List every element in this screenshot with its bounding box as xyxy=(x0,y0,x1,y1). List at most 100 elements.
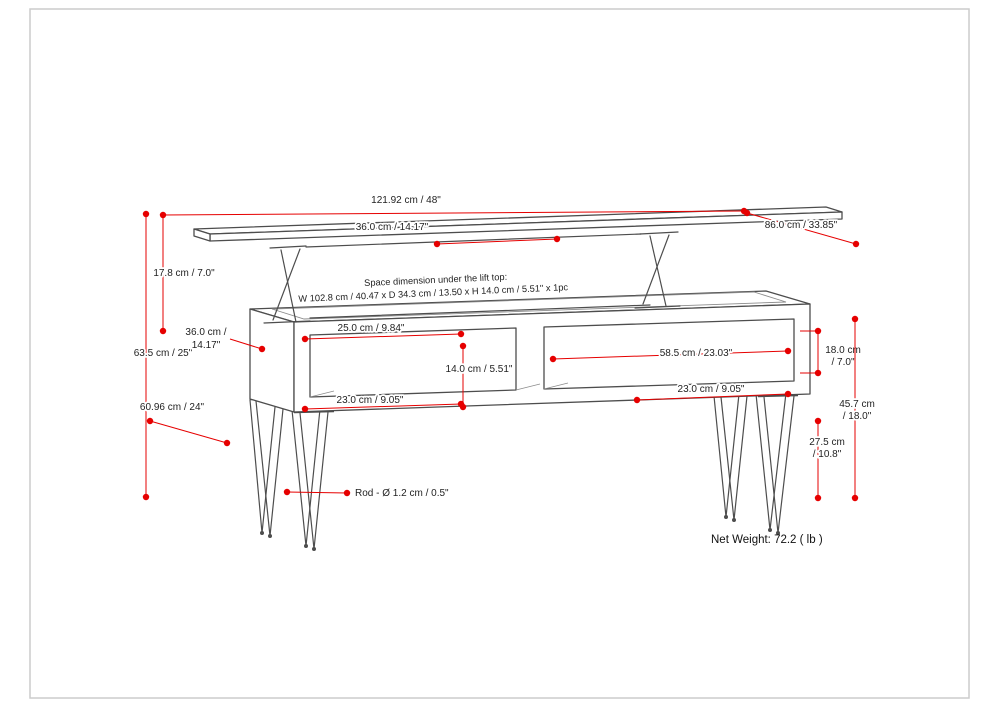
dim-dot xyxy=(851,315,859,323)
dim-left-opening-label: 23.0 cm / 9.05" xyxy=(337,395,404,406)
dim-top-depth-label: 86.0 cm / 33.85" xyxy=(765,220,838,231)
dim-line xyxy=(436,238,558,245)
dim-opening-height-label2: / 7.0" xyxy=(831,357,854,368)
dim-dot xyxy=(852,240,860,248)
dim-overall-height-label: 63.5 cm / 25" xyxy=(134,348,193,359)
leg-foot xyxy=(304,544,308,548)
dim-base-depth-label: 60.96 cm / 24" xyxy=(140,402,205,413)
dim-left-opening-width: 23.0 cm / 9.05" xyxy=(301,393,465,413)
dim-top-depth: 86.0 cm / 33.85" xyxy=(743,209,860,248)
dim-dot xyxy=(433,240,441,248)
left-shelf-opening xyxy=(309,327,517,398)
dim-line xyxy=(552,350,789,360)
dim-line xyxy=(746,212,857,245)
dim-dot xyxy=(283,488,291,496)
dim-dot xyxy=(814,327,822,335)
dim-dot xyxy=(553,235,561,243)
net-weight-label: Net Weight: 72.2 ( lb ) xyxy=(711,534,823,546)
dim-line xyxy=(636,393,789,401)
lift-arm xyxy=(649,235,667,307)
dim-dot xyxy=(459,342,467,350)
dim-dot xyxy=(301,335,309,343)
cabinet-left-face xyxy=(249,308,295,413)
shelf-depth-edge xyxy=(309,390,335,398)
dim-lift-height: 17.8 cm / 7.0" xyxy=(152,215,217,335)
leg-rod xyxy=(713,393,740,518)
dim-leg-height: 27.5 cm / 10.8" xyxy=(807,417,847,502)
slab-left-cap xyxy=(193,228,211,242)
lift-bracket xyxy=(263,320,311,324)
dim-leg-height-label1: 27.5 cm xyxy=(809,437,845,448)
dim-line xyxy=(162,210,745,216)
dim-line xyxy=(304,333,462,340)
dim-left-depth-label2: 14.17" xyxy=(192,340,221,351)
dim-dot xyxy=(457,400,465,408)
dim-left-depth: 36.0 cm / 14.17" xyxy=(184,325,266,353)
dim-rod-diameter: Rod - Ø 1.2 cm / 0.5" xyxy=(283,486,451,501)
lift-bracket xyxy=(634,305,681,309)
dim-top-rail-spacing: 36.0 cm / 14.17" xyxy=(354,220,561,248)
divider-depth-edge xyxy=(515,383,541,391)
lift-arm xyxy=(642,234,670,305)
dimension-annotations: 121.92 cm / 48" 36.0 cm / 14.17" 86.0 cm… xyxy=(132,193,877,502)
dim-body-height-label2: / 18.0" xyxy=(843,411,872,422)
dim-body-height-label1: 45.7 cm xyxy=(839,399,875,410)
dim-right-opening-label: 58.5 cm / 23.03" xyxy=(660,348,733,359)
dim-dot xyxy=(814,369,822,377)
right-shelf-opening xyxy=(543,318,795,390)
dim-right-opening2-label: 23.0 cm / 9.05" xyxy=(678,384,745,395)
shelf-depth-edge xyxy=(543,382,569,390)
dim-leg-height-label2: / 10.8" xyxy=(813,449,842,460)
dim-right-opening-width: 58.5 cm / 23.03" xyxy=(549,346,792,363)
dim-dot xyxy=(142,493,150,501)
cabinet-body xyxy=(249,290,811,413)
lift-arm xyxy=(280,249,297,323)
dim-dot xyxy=(743,209,751,217)
dim-dot xyxy=(457,330,465,338)
dim-shelf-depth: 25.0 cm / 9.84" xyxy=(301,321,465,343)
lift-rail xyxy=(309,304,651,319)
dim-dot xyxy=(814,494,822,502)
lift-rail xyxy=(305,233,642,248)
dim-overall-height: 63.5 cm / 25" xyxy=(132,210,194,501)
dim-inner-height: 14.0 cm / 5.51" xyxy=(444,342,515,411)
leg-rod xyxy=(291,408,321,547)
leg-foot xyxy=(260,531,264,535)
dim-top-width: 121.92 cm / 48" xyxy=(159,193,748,219)
leg-foot xyxy=(768,528,772,532)
dim-dot xyxy=(549,355,557,363)
dim-rod-label: Rod - Ø 1.2 cm / 0.5" xyxy=(355,488,449,499)
dim-line xyxy=(149,420,228,444)
cabinet-top-recess xyxy=(271,291,787,320)
dim-lift-height-label: 17.8 cm / 7.0" xyxy=(153,268,215,279)
dim-dot xyxy=(784,390,792,398)
lift-bracket xyxy=(269,245,307,249)
lift-bracket xyxy=(639,231,679,235)
dim-dot xyxy=(814,417,822,425)
dim-dot xyxy=(301,405,309,413)
dim-dot xyxy=(258,345,266,353)
dim-opening-height-label1: 18.0 cm xyxy=(825,345,861,356)
dim-dot xyxy=(159,327,167,335)
dim-right-opening-width2: 23.0 cm / 9.05" xyxy=(633,382,792,404)
dim-dot xyxy=(633,396,641,404)
dim-line xyxy=(304,403,462,410)
lift-arm xyxy=(272,248,301,321)
dim-dot xyxy=(784,347,792,355)
leg-foot xyxy=(776,531,780,535)
dim-rail-spacing-label: 36.0 cm / 14.17" xyxy=(356,222,429,233)
leg-foot xyxy=(732,518,736,522)
dim-dot xyxy=(343,489,351,497)
dim-inner-height-label: 14.0 cm / 5.51" xyxy=(446,364,513,375)
dim-dot xyxy=(146,417,154,425)
dim-left-depth-label1: 36.0 cm / xyxy=(185,327,226,338)
dim-top-width-label: 121.92 cm / 48" xyxy=(371,195,441,206)
dim-dot xyxy=(142,210,150,218)
dim-opening-height: 18.0 cm / 7.0" xyxy=(800,327,863,377)
dim-dot xyxy=(223,439,231,447)
dim-dot xyxy=(851,494,859,502)
leg-foot xyxy=(724,515,728,519)
dim-leader xyxy=(286,491,348,494)
